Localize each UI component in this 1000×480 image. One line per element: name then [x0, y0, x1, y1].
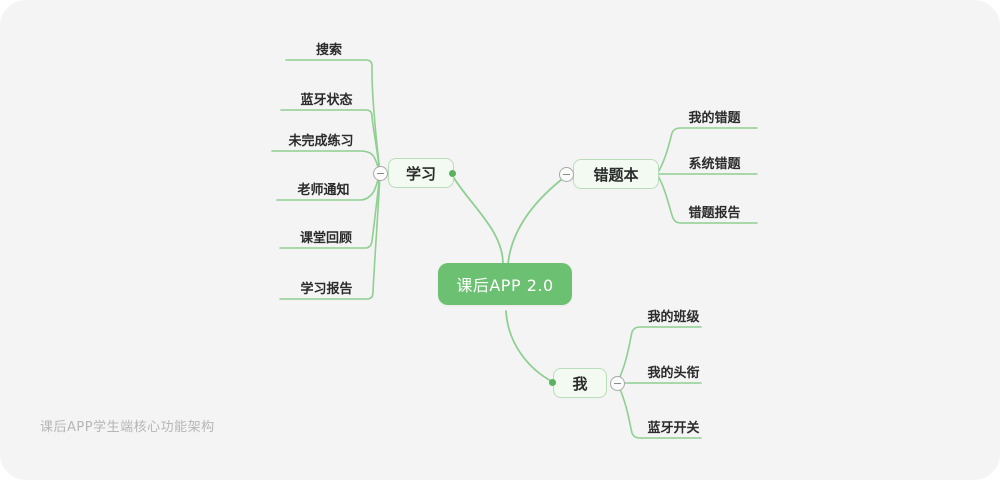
- leaf-node-my-mistakes-label: 我的错题: [688, 111, 741, 126]
- leaf-node-teacher-notice[interactable]: 老师通知: [277, 176, 370, 200]
- root-node-label: 课后APP 2.0: [456, 276, 554, 295]
- edge-study-notice: [276, 172, 381, 201]
- leaf-node-class-review-label: 课堂回顾: [299, 231, 352, 246]
- leaf-node-system-mistakes-label: 系统错题: [688, 157, 741, 172]
- diagram-caption: 课后APP学生端核心功能架构: [40, 420, 215, 435]
- connector-dot-study: [449, 170, 456, 177]
- leaf-node-search-label: 搜索: [315, 43, 342, 58]
- leaf-node-my-title[interactable]: 我的头衔: [631, 359, 716, 383]
- leaf-node-bluetooth-switch[interactable]: 蓝牙开关: [631, 414, 716, 438]
- leaf-node-unfinished-practice-label: 未完成练习: [288, 134, 354, 149]
- leaf-node-teacher-notice-label: 老师通知: [297, 183, 350, 198]
- leaf-node-bluetooth-status-label: 蓝牙状态: [300, 93, 353, 108]
- edge-study-review: [279, 172, 381, 249]
- leaf-node-my-class[interactable]: 我的班级: [631, 303, 716, 327]
- edge-root-wrongbook: [507, 175, 567, 265]
- leaf-node-my-title-label: 我的头衔: [647, 366, 700, 381]
- root-node[interactable]: 课后APP 2.0: [438, 263, 572, 305]
- edge-wrongbook-mine: [656, 127, 758, 175]
- collapse-toggle-study[interactable]: [373, 166, 388, 181]
- branch-node-wrongbook-label: 错题本: [593, 165, 639, 184]
- leaf-node-mistake-report-label: 错题报告: [688, 206, 741, 221]
- leaf-node-bluetooth-status[interactable]: 蓝牙状态: [281, 86, 372, 110]
- edge-study-report: [279, 172, 381, 300]
- leaf-node-mistake-report[interactable]: 错题报告: [672, 199, 757, 223]
- connector-dot-me: [549, 379, 556, 386]
- edge-root-study: [451, 174, 504, 265]
- edge-me-bluetooth: [616, 382, 702, 439]
- leaf-node-study-report-label: 学习报告: [300, 282, 353, 297]
- branch-node-me-label: 我: [572, 374, 588, 393]
- collapse-toggle-me[interactable]: [610, 376, 625, 391]
- edge-me-class: [616, 326, 702, 384]
- leaf-node-my-mistakes[interactable]: 我的错题: [672, 104, 757, 128]
- leaf-node-study-report[interactable]: 学习报告: [280, 275, 373, 299]
- edge-root-me: [505, 310, 554, 383]
- branch-node-study-label: 学习: [405, 164, 436, 183]
- leaf-node-search[interactable]: 搜索: [286, 36, 372, 60]
- leaf-node-bluetooth-switch-label: 蓝牙开关: [647, 421, 700, 436]
- leaf-node-unfinished-practice[interactable]: 未完成练习: [272, 127, 370, 151]
- leaf-node-class-review[interactable]: 课堂回顾: [280, 224, 372, 248]
- edge-study-bluetooth: [280, 109, 381, 174]
- edge-wrongbook-report: [656, 173, 758, 224]
- edge-study-unfinished: [271, 150, 381, 174]
- branch-node-me[interactable]: 我: [553, 368, 607, 398]
- leaf-node-my-class-label: 我的班级: [647, 310, 700, 325]
- edge-study-search: [285, 59, 381, 174]
- branch-node-study[interactable]: 学习: [388, 158, 454, 188]
- collapse-toggle-wrongbook[interactable]: [559, 167, 574, 182]
- leaf-node-system-mistakes[interactable]: 系统错题: [672, 150, 757, 174]
- branch-node-wrongbook[interactable]: 错题本: [573, 159, 659, 189]
